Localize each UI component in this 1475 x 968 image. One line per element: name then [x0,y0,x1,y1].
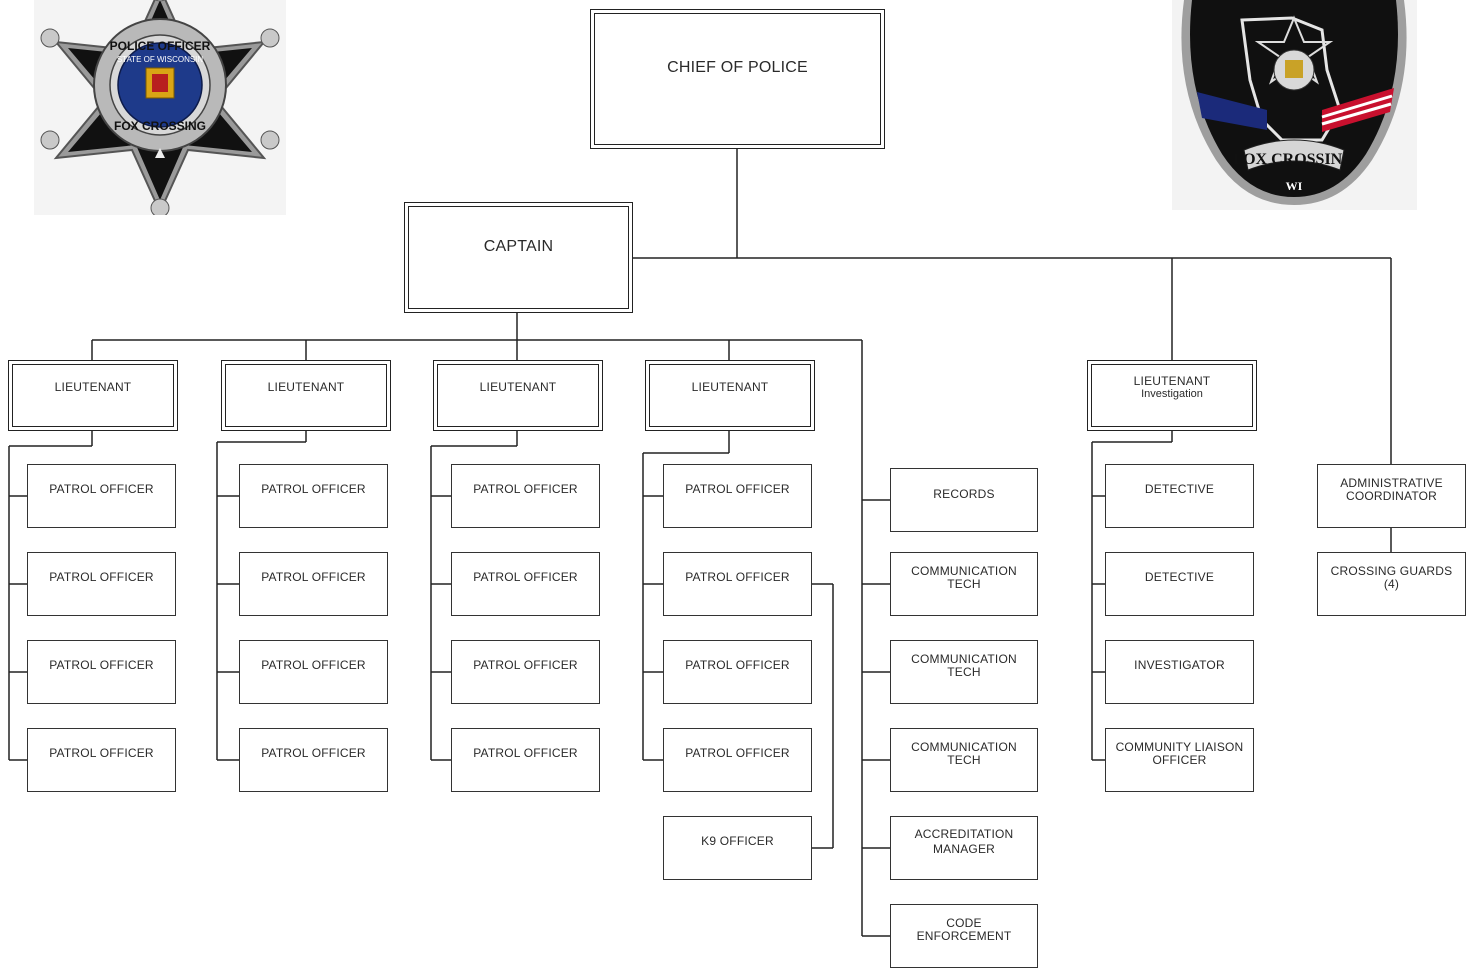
detective-label: DETECTIVE [1144,569,1215,584]
captain-box[interactable]: CAPTAIN [404,202,633,313]
police-badge-logo: POLICE OFFICER STATE OF WISCONSIN FOX CR… [34,0,286,215]
crossing-guards-box[interactable]: CROSSING GUARDS (4) [1317,552,1466,616]
community-liaison-officer-box[interactable]: COMMUNITY LIAISON OFFICER [1105,728,1254,792]
patch-state-text: WI [1286,179,1303,193]
patrol-officer-box[interactable]: PATROL OFFICER [27,640,176,704]
patrol-officer-box[interactable]: PATROL OFFICER [663,464,812,528]
patrol-officer-label: PATROL OFFICER [261,745,366,760]
communication-tech-label: COMMUNICATION TECH [911,652,1017,679]
records-label: RECORDS [933,486,995,501]
administrative-coordinator-box[interactable]: ADMINISTRATIVE COORDINATOR [1317,464,1466,528]
patrol-officer-box[interactable]: PATROL OFFICER [239,464,388,528]
community-liaison-officer-label: COMMUNITY LIAISON OFFICER [1115,740,1244,767]
k9-officer-label: K9 OFFICER [701,833,774,848]
detective-box[interactable]: DETECTIVE [1105,464,1254,528]
accreditation-manager-label: ACCREDITATION MANAGER [914,827,1014,856]
k9-officer-box[interactable]: K9 OFFICER [663,816,812,880]
patrol-officer-box[interactable]: PATROL OFFICER [239,640,388,704]
lieutenant-box-2[interactable]: LIEUTENANT [221,360,391,431]
lieutenant-investigation-sub: Investigation [1141,388,1203,400]
patrol-officer-label: PATROL OFFICER [49,657,154,672]
investigator-label: INVESTIGATOR [1134,657,1225,672]
badge-state-text: STATE OF WISCONSIN [117,55,204,64]
lieutenant-investigation-label: LIEUTENANT [1133,374,1211,388]
communication-tech-box[interactable]: COMMUNICATION TECH [890,552,1038,616]
patrol-officer-box[interactable]: PATROL OFFICER [663,552,812,616]
lieutenant-label: LIEUTENANT [691,380,769,394]
badge-top-text: POLICE OFFICER [110,39,211,53]
patrol-officer-label: PATROL OFFICER [49,569,154,584]
communication-tech-box[interactable]: COMMUNICATION TECH [890,728,1038,792]
detective-label: DETECTIVE [1144,481,1215,496]
patrol-officer-box[interactable]: PATROL OFFICER [27,552,176,616]
chief-of-police-box[interactable]: CHIEF OF POLICE [590,9,885,149]
patrol-officer-box[interactable]: PATROL OFFICER [239,728,388,792]
code-enforcement-box[interactable]: CODE ENFORCEMENT [890,904,1038,968]
patrol-officer-box[interactable]: PATROL OFFICER [451,640,600,704]
patrol-officer-label: PATROL OFFICER [261,569,366,584]
lieutenant-label: LIEUTENANT [54,380,132,394]
communication-tech-box[interactable]: COMMUNICATION TECH [890,640,1038,704]
records-box[interactable]: RECORDS [890,468,1038,532]
patrol-officer-box[interactable]: PATROL OFFICER [663,640,812,704]
patrol-officer-box[interactable]: PATROL OFFICER [239,552,388,616]
patrol-officer-label: PATROL OFFICER [261,481,366,496]
patrol-officer-label: PATROL OFFICER [473,481,578,496]
patrol-officer-label: PATROL OFFICER [473,745,578,760]
detective-box[interactable]: DETECTIVE [1105,552,1254,616]
patrol-officer-box[interactable]: PATROL OFFICER [663,728,812,792]
patrol-officer-box[interactable]: PATROL OFFICER [451,464,600,528]
patrol-officer-label: PATROL OFFICER [685,569,790,584]
patrol-officer-label: PATROL OFFICER [685,481,790,496]
patrol-officer-box[interactable]: PATROL OFFICER [27,728,176,792]
patrol-officer-label: PATROL OFFICER [49,481,154,496]
lieutenant-box-4[interactable]: LIEUTENANT [645,360,815,431]
lieutenant-box-3[interactable]: LIEUTENANT [433,360,603,431]
communication-tech-label: COMMUNICATION TECH [911,564,1017,591]
investigator-box[interactable]: INVESTIGATOR [1105,640,1254,704]
patrol-officer-box[interactable]: PATROL OFFICER [27,464,176,528]
patrol-officer-box[interactable]: PATROL OFFICER [451,728,600,792]
lieutenant-box-1[interactable]: LIEUTENANT [8,360,178,431]
lieutenant-label: LIEUTENANT [479,380,557,394]
administrative-coordinator-label: ADMINISTRATIVE COORDINATOR [1340,476,1443,503]
patrol-officer-label: PATROL OFFICER [261,657,366,672]
crossing-guards-label: CROSSING GUARDS (4) [1330,564,1453,591]
communication-tech-label: COMMUNICATION TECH [911,740,1017,767]
fox-crossing-patch-logo: FOX CROSSING WI [1172,0,1417,210]
patrol-officer-label: PATROL OFFICER [473,569,578,584]
accreditation-manager-box[interactable]: ACCREDITATION MANAGER [890,816,1038,880]
patrol-officer-box[interactable]: PATROL OFFICER [451,552,600,616]
patrol-officer-label: PATROL OFFICER [685,657,790,672]
lieutenant-label: LIEUTENANT [267,380,345,394]
patrol-officer-label: PATROL OFFICER [473,657,578,672]
code-enforcement-label: CODE ENFORCEMENT [916,916,1012,943]
lieutenant-investigation-box[interactable]: LIEUTENANT Investigation [1087,360,1257,431]
badge-bottom-text: FOX CROSSING [114,119,206,133]
chief-of-police-label: CHIEF OF POLICE [667,59,808,76]
patrol-officer-label: PATROL OFFICER [685,745,790,760]
patrol-officer-label: PATROL OFFICER [49,745,154,760]
captain-label: CAPTAIN [483,237,554,255]
patch-name-text: FOX CROSSING [1233,151,1355,168]
